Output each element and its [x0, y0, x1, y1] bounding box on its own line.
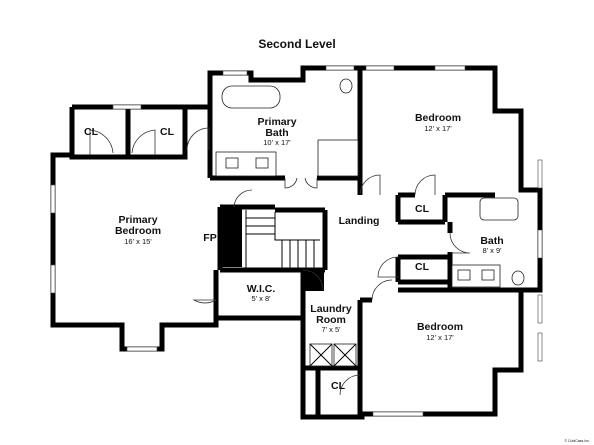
watermark: © CubiCasa Inc.	[564, 439, 590, 443]
staircase	[245, 210, 320, 268]
primary-bedroom-dims: 16' x 15'	[124, 237, 152, 246]
primary-bath-dims: 10' x 17'	[263, 138, 291, 147]
closet-label-5: CL	[331, 380, 346, 392]
bedroom-top-dims: 12' x 17'	[424, 124, 452, 133]
primary-bedroom-name-1: Primary	[118, 214, 157, 226]
closet-label-4: CL	[415, 261, 430, 273]
closet-label-3: CL	[415, 203, 430, 215]
primary-bath-name-2: Bath	[265, 127, 288, 139]
landing-name: Landing	[339, 215, 380, 227]
bedroom-bottom-dims: 12' x 17'	[426, 333, 454, 342]
bath-dims: 8' x 9'	[482, 246, 502, 255]
plan-title: Second Level	[258, 37, 335, 51]
bedroom-bottom-name: Bedroom	[417, 321, 463, 333]
wic-dims: 5' x 8'	[251, 294, 271, 303]
bedroom-top-name: Bedroom	[415, 112, 461, 124]
laundry-name-1: Laundry	[310, 303, 352, 315]
stair-newel	[304, 269, 324, 291]
fixtures	[215, 78, 525, 367]
laundry-dims: 7' x 5'	[321, 325, 341, 334]
closet-label-1: CL	[84, 126, 99, 138]
laundry-name-2: Room	[316, 314, 346, 326]
windows	[50, 65, 543, 417]
closet-label-2: CL	[160, 126, 175, 138]
primary-bath-name-1: Primary	[257, 116, 296, 128]
fireplace-label: FP	[203, 232, 216, 244]
bath-name: Bath	[480, 235, 503, 247]
fireplace-hearth	[220, 207, 242, 267]
wic-name: W.I.C.	[247, 283, 276, 295]
primary-bedroom-name-2: Bedroom	[115, 225, 161, 237]
door-swings	[89, 127, 471, 396]
